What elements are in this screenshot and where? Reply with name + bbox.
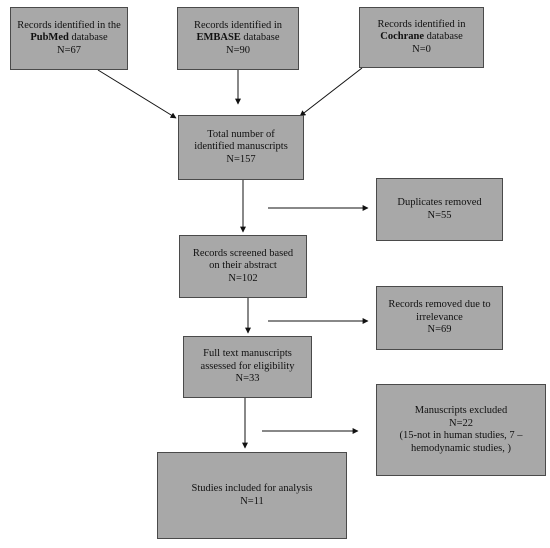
arrow-cochrane-to-total (299, 67, 363, 117)
included-box: Studies included for analysis N=11 (157, 452, 347, 539)
duplicates-box: Duplicates removed N=55 (376, 178, 503, 241)
pubmed-box: Records identified in the PubMed databas… (10, 7, 128, 70)
embase-count: N=90 (225, 44, 250, 56)
pubmed-db-name: PubMed (30, 32, 69, 44)
total-box: Total number of identified manuscripts N… (178, 115, 304, 180)
embase-box: Records identified in EMBASE database N=… (177, 7, 299, 70)
fulltext-line2: assessed for eligibility (200, 360, 295, 372)
screened-line1: Records screened based (192, 247, 294, 259)
pubmed-line1: Records identified in the (17, 19, 121, 31)
arrow-pubmed-to-total (97, 69, 177, 119)
excluded-line1: Manuscripts excluded (414, 405, 508, 416)
irrelevance-line2: irrelevance (416, 311, 463, 323)
embase-db-suffix: database (240, 32, 280, 44)
screened-box: Records screened based on their abstract… (179, 235, 307, 298)
excluded-count: N=22 (448, 417, 473, 429)
total-count: N=157 (226, 153, 256, 165)
screened-line2: on their abstract (209, 260, 277, 272)
total-line2: identified manuscripts (194, 141, 288, 153)
excluded-line4: hemodynamic studies, ) (410, 442, 512, 454)
excluded-line3: (15-not in human studies, 7 – (399, 430, 523, 441)
duplicates-count: N=55 (427, 209, 452, 221)
irrelevance-count: N=69 (427, 324, 452, 336)
cochrane-line1: Records identified in (377, 18, 466, 30)
screened-count: N=102 (228, 272, 258, 284)
embase-db-name: EMBASE (196, 32, 241, 44)
pubmed-count: N=67 (56, 44, 81, 56)
included-count: N=11 (240, 495, 264, 507)
included-line1: Studies included for analysis (191, 483, 313, 494)
fulltext-line1: Full text manuscripts (203, 348, 292, 360)
fulltext-box: Full text manuscripts assessed for eligi… (183, 336, 312, 398)
duplicates-line1: Duplicates removed (397, 197, 482, 208)
total-line1: Total number of (207, 128, 275, 140)
excluded-box: Manuscripts excluded N=22 (15-not in hum… (376, 384, 546, 476)
irrelevance-line1: Records removed due to (388, 299, 491, 311)
cochrane-db-suffix: database (423, 31, 463, 43)
irrelevance-box: Records removed due to irrelevance N=69 (376, 286, 503, 350)
fulltext-count: N=33 (235, 373, 260, 385)
pubmed-db-suffix: database (68, 32, 108, 44)
cochrane-db-name: Cochrane (380, 31, 424, 43)
cochrane-box: Records identified in Cochrane database … (359, 7, 484, 68)
embase-line1: Records identified in (193, 19, 283, 31)
cochrane-count: N=0 (412, 43, 431, 55)
